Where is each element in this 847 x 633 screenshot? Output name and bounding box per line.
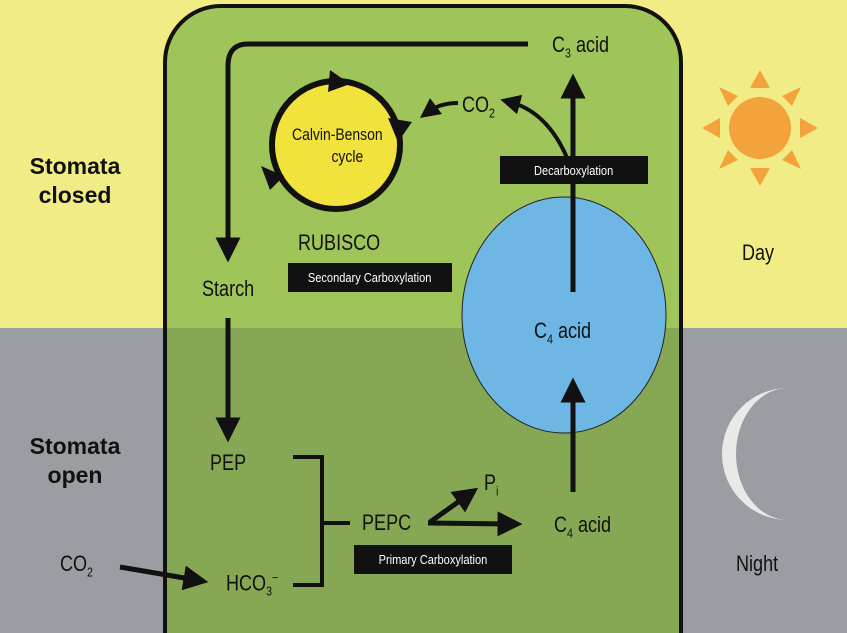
arrow-co2-to-cycle [419,98,459,118]
stomata-open-line2: open [47,462,103,488]
arrow-pepc-to-c4 [427,511,523,537]
bracket-pep-hco3 [293,455,324,587]
cycle-arrowhead-right [388,118,412,142]
hco3-label: HCO3− [226,570,279,599]
stomata-closed-line2: closed [38,182,112,208]
c4-acid-vacuole-label: C4 acid [534,318,592,347]
stomata-open-label: Stomata open [20,432,130,490]
stomata-closed-label: Stomata closed [20,152,130,210]
c3-acid-label: C3 acid [552,32,610,61]
calvin-line2: cycle [331,147,364,166]
calvin-line1: Calvin-Benson [292,125,383,144]
c4-acid-low-label: C4 acid [554,512,612,541]
arrow-co2-to-hco3 [119,564,209,591]
decarboxylation-box: Decarboxylation [500,156,648,184]
calvin-cycle-text: Calvin-Benson cycle [292,124,383,168]
co2-inner-label: CO2 [462,92,495,121]
starch-label: Starch [202,276,255,301]
pi-label: Pi [484,470,499,499]
cycle-arrowhead-left [261,166,284,190]
secondary-carboxylation-box: Secondary Carboxylation [288,263,452,292]
arrow-branch-to-co2 [500,94,570,161]
primary-carboxylation-box: Primary Carboxylation [354,545,512,574]
rubisco-label: RUBISCO [298,230,381,255]
stomata-open-line1: Stomata [29,433,121,459]
pepc-label: PEPC [362,510,412,535]
day-label: Day [742,240,775,265]
vacuole [461,196,667,434]
pep-label: PEP [210,450,247,475]
arrow-pepc-to-pi [428,487,479,525]
stomata-closed-line1: Stomata [29,153,121,179]
cycle-arrowhead-top [328,70,350,92]
night-label: Night [736,551,779,576]
moon-icon [722,388,788,520]
sun-icon [702,70,818,186]
arrow-c3-to-starch [215,41,528,263]
co2-outer-label: CO2 [60,551,93,580]
